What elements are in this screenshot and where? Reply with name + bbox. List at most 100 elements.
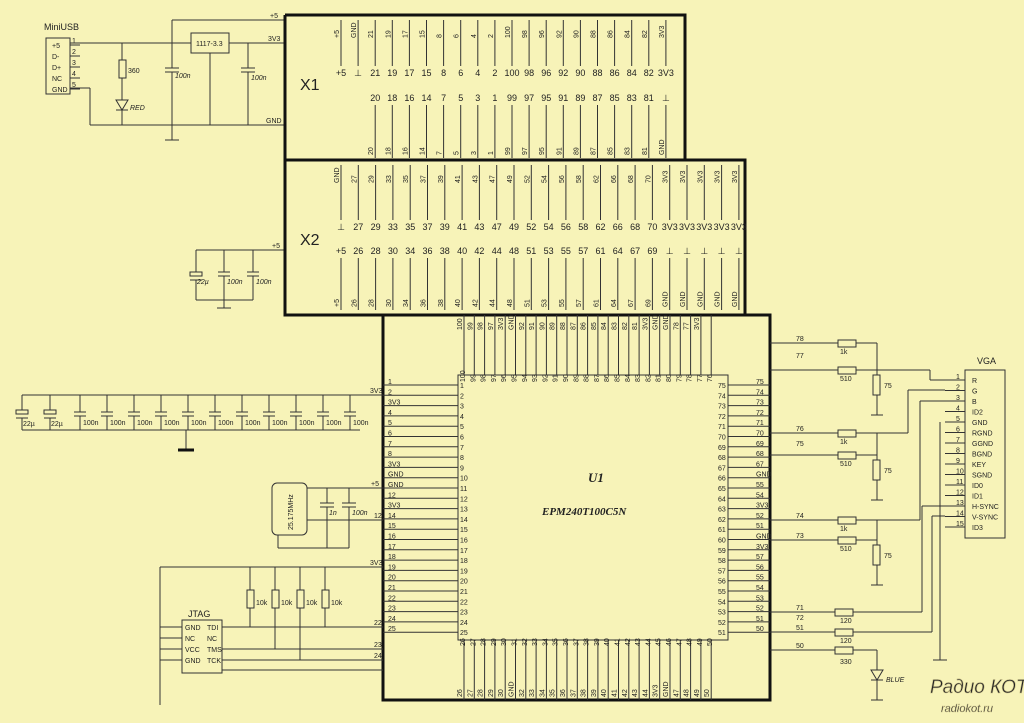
- fpga-left-pin: 11: [460, 486, 467, 493]
- vga-pin-number: 8: [956, 448, 960, 455]
- power-section: +5 1117-3.3 3V3 360 RED GND 100n 100n +5: [70, 13, 286, 309]
- fpga-top-net: 84: [601, 322, 608, 330]
- x2-bottom-pin: 36: [422, 246, 432, 256]
- x2-bottom-net: 64: [611, 299, 618, 307]
- fpga-bottom-net: 42: [622, 689, 629, 697]
- x2-top-net: 70: [645, 175, 652, 183]
- x2-bottom-pin: 26: [353, 246, 363, 256]
- x1-top-net: 3V3: [659, 25, 666, 38]
- fpga-left-net: GND: [388, 482, 404, 489]
- vga-pin-label: ID2: [972, 410, 983, 417]
- x2-bottom-pin: 34: [405, 246, 415, 256]
- fpga-right-net: 72: [756, 410, 764, 417]
- x2-bottom-net: 42: [472, 299, 479, 307]
- fpga-top-pin: 77: [697, 374, 704, 382]
- pullup-resistor: [246, 589, 255, 609]
- x2-top-net: 54: [542, 175, 549, 183]
- usb-pin-number: 1: [72, 38, 76, 45]
- fpga-top-pin: 82: [645, 374, 652, 382]
- x1-top-pin: 90: [575, 68, 585, 78]
- x2-top-net: 3V3: [697, 170, 704, 183]
- fpga-bottom-pin: 37: [573, 638, 580, 646]
- x1-bottom-net: 99: [505, 147, 512, 155]
- bulk-cap-value: 22µ: [51, 421, 63, 428]
- x2-bottom-net: GND: [715, 291, 722, 307]
- vga-pin-label: H-SYNC: [972, 504, 999, 511]
- fpga-u1: U1 EPM240T100C5N 11223V3344556677883V39G…: [383, 314, 772, 700]
- x1-top-net: 19: [385, 30, 392, 38]
- fpga-bottom-pin: 26: [460, 638, 467, 646]
- x1-bottom-pin: 5: [458, 93, 463, 103]
- pullup-value: 10k: [281, 600, 293, 607]
- fpga-right-pin: 57: [718, 568, 726, 575]
- x2-top-pin: 3V3: [696, 222, 712, 232]
- x2-bottom-net: 53: [542, 299, 549, 307]
- vga-pin-number: 10: [956, 469, 964, 476]
- x1-top-net: 92: [556, 30, 563, 38]
- fpga-ref: U1: [588, 470, 604, 485]
- usb-pin-label: +5: [52, 43, 60, 50]
- x2-top-net: 52: [524, 175, 531, 183]
- fpga-right-net: 55: [756, 575, 764, 582]
- fpga-left-net: 3V3: [388, 400, 401, 407]
- fpga-right-net: 75: [756, 379, 764, 386]
- fpga-top-pin: 91: [553, 374, 560, 382]
- vga-pin-label: KEY: [972, 462, 986, 469]
- fpga-left-net: 8: [388, 451, 392, 458]
- fpga-top-net: 89: [550, 322, 557, 330]
- fpga-right-net: 52: [756, 606, 764, 613]
- header-x1: X1 +5+5⊥GND21211919171715158866442210010…: [300, 20, 674, 158]
- fpga-bottom-pin: 38: [584, 638, 591, 646]
- series-resistor-510: [837, 536, 857, 545]
- fpga-right-net: 52: [756, 513, 764, 520]
- fpga-left-pin: 13: [460, 507, 468, 514]
- fpga-left-net: 3V3: [388, 461, 401, 468]
- vga-pin-label: G: [972, 389, 977, 396]
- x1-bottom-pin: 91: [558, 93, 568, 103]
- x1-top-pin: 92: [558, 68, 568, 78]
- fpga-bottom-pin: 41: [615, 638, 622, 646]
- x1-bottom-net: 87: [591, 147, 598, 155]
- fpga-top-net: 99: [467, 322, 474, 330]
- x2-top-pin: 37: [422, 222, 432, 232]
- fpga-top-pin: 87: [594, 374, 601, 382]
- osc-c2-label: 100n: [352, 510, 368, 517]
- fpga-left-pin: 19: [460, 568, 468, 575]
- fpga-left-pin: 20: [460, 579, 468, 586]
- x2-top-pin: 3V3: [662, 222, 678, 232]
- x1-top-net: 21: [368, 30, 375, 38]
- x2-top-pin: 70: [647, 222, 657, 232]
- fpga-bottom-net: 3V3: [653, 684, 660, 697]
- fpga-top-net: 78: [673, 322, 680, 330]
- jtag-pin-left: GND: [185, 625, 201, 632]
- fpga-right-pin: 72: [718, 414, 726, 421]
- vga-net-pin: 72: [796, 615, 804, 622]
- fpga-bottom-pin: 28: [481, 638, 488, 646]
- fpga-left-pin: 16: [460, 538, 468, 545]
- fpga-right-pin: 64: [718, 496, 726, 503]
- x2-top-pin: 56: [561, 222, 571, 232]
- bulk-cap-value: 22µ: [23, 421, 35, 428]
- x2-bottom-net: 61: [594, 299, 601, 307]
- fpga-left-pin: 12: [460, 496, 468, 503]
- x2-bottom-net: 69: [645, 299, 652, 307]
- jtag-pin-right: TDI: [207, 625, 218, 632]
- fpga-top-pin: 81: [656, 374, 663, 382]
- x1-top-net: GND: [351, 22, 358, 38]
- sync-r-value: 120: [840, 638, 852, 645]
- x2-cap1-label: 100n: [227, 279, 243, 286]
- decoup-cap-value: 100n: [272, 420, 288, 427]
- vga-pin-label: B: [972, 399, 977, 406]
- fpga-left-net: 21: [388, 585, 396, 592]
- x1-top-pin: 8: [441, 68, 446, 78]
- x1-top-net: 84: [625, 30, 632, 38]
- vga-pin-number: 2: [956, 385, 960, 392]
- fpga-bottom-net: 34: [539, 689, 546, 697]
- series-r-value: 1k: [840, 526, 848, 533]
- fpga-right-net: 3V3: [756, 503, 769, 510]
- vga-net-pin: 71: [796, 605, 804, 612]
- fpga-right-net: GND: [756, 534, 772, 541]
- fpga-right-net: 50: [756, 626, 764, 633]
